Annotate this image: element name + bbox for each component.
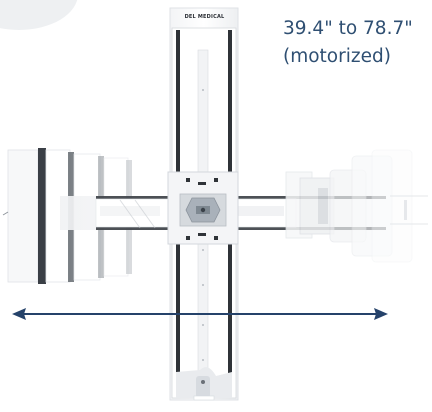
double-arrow-icon	[12, 308, 388, 320]
range-value: 39.4" to 78.7"	[283, 18, 413, 39]
range-mode: (motorized)	[283, 46, 391, 67]
column-base	[176, 367, 232, 401]
tube-head-right	[285, 149, 428, 263]
carriage	[167, 171, 239, 245]
range-caption: 39.4" to 78.7" (motorized)	[283, 15, 413, 71]
brand-logo: DEL MEDICAL	[184, 14, 225, 20]
